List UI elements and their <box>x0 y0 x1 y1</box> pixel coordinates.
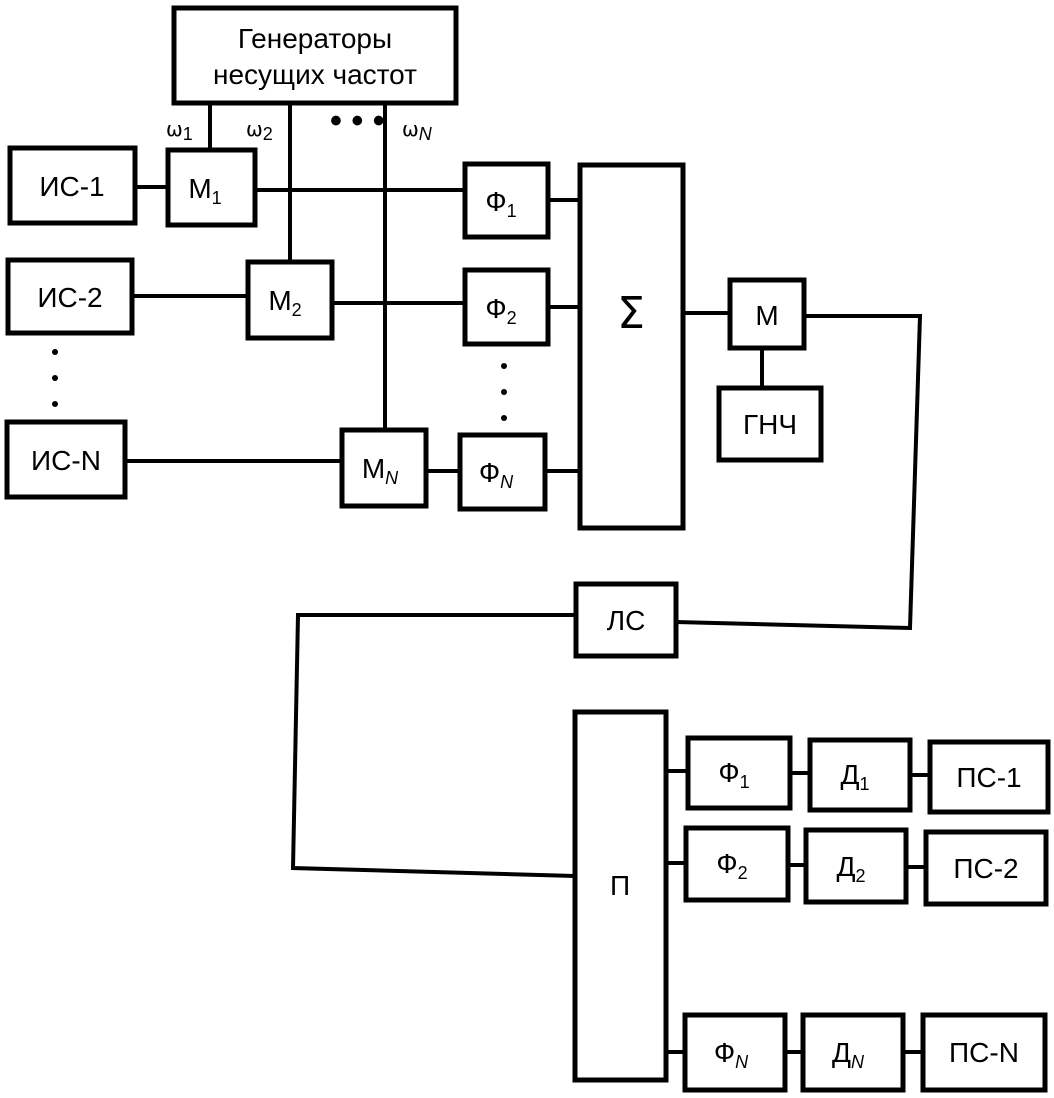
modulator-block-2: М2 <box>245 259 335 341</box>
detector-block-1: Д1 <box>807 737 913 813</box>
rx-filter-block-1: Ф1 <box>685 735 793 811</box>
svg-text:М: М <box>755 300 778 331</box>
generator-title-line2: несущих частот <box>213 59 417 90</box>
svg-text:ГНЧ: ГНЧ <box>743 409 797 440</box>
svg-text:ЛС: ЛС <box>607 605 646 636</box>
summator-symbol: Σ <box>617 288 645 339</box>
svg-text:ПС-1: ПС-1 <box>956 762 1021 793</box>
detector-block-n: ДN <box>800 1012 906 1093</box>
carrier-generator-block: Генераторы несущих частот <box>171 5 459 106</box>
svg-text:ИС-2: ИС-2 <box>37 282 102 313</box>
svg-text:ПС-N: ПС-N <box>949 1037 1019 1068</box>
carrier-label-n: ωN <box>402 117 433 144</box>
line-channel-block: ЛС <box>573 581 679 659</box>
summator-block: Σ <box>577 162 686 531</box>
svg-text:ИС-1: ИС-1 <box>39 171 104 202</box>
tx-filter-block-1: Ф1 <box>462 161 551 240</box>
svg-text:ИС-N: ИС-N <box>31 445 101 476</box>
source-block-2: ИС-2 <box>5 257 135 336</box>
svg-text:П: П <box>610 870 630 901</box>
tx-filter-block-n: ФN <box>457 432 548 512</box>
connection-wires <box>125 105 930 1054</box>
svg-text:Ф2: Ф2 <box>485 293 516 328</box>
source-block-n: ИС-N <box>4 419 128 500</box>
carrier-label-1: ω1 <box>166 117 193 144</box>
svg-text:МN: МN <box>362 453 399 488</box>
svg-text:Ф1: Ф1 <box>485 186 516 221</box>
source-block-1: ИС-1 <box>7 145 138 226</box>
modulator-block-n: МN <box>339 427 429 509</box>
svg-text:ФN: ФN <box>714 1037 749 1072</box>
svg-text:Д2: Д2 <box>837 851 866 886</box>
sink-block-2: ПС-2 <box>923 829 1049 907</box>
filter-vertical-ellipsis <box>501 363 507 421</box>
svg-text:Ф2: Ф2 <box>716 848 747 883</box>
tx-filter-block-2: Ф2 <box>462 267 551 347</box>
rx-filter-block-2: Ф2 <box>683 825 791 903</box>
sink-block-1: ПС-1 <box>927 739 1051 815</box>
generator-title-line1: Генераторы <box>238 23 392 54</box>
svg-text:Ф1: Ф1 <box>718 757 749 792</box>
svg-text:ФN: ФN <box>479 457 514 492</box>
source-vertical-ellipsis <box>52 349 58 407</box>
svg-text:М1: М1 <box>188 173 221 208</box>
modulator-block-1: М1 <box>165 147 258 228</box>
sink-block-n: ПС-N <box>920 1012 1048 1093</box>
carrier-label-2: ω2 <box>246 117 273 144</box>
rx-filter-block-n: ФN <box>682 1012 788 1093</box>
svg-text:ПС-2: ПС-2 <box>953 853 1018 884</box>
svg-text:ДN: ДN <box>832 1037 865 1072</box>
carrier-ellipsis: • • • <box>330 102 385 140</box>
svg-text:М2: М2 <box>268 285 301 320</box>
svg-text:Д1: Д1 <box>841 759 870 794</box>
lf-generator-block: ГНЧ <box>716 385 824 463</box>
detector-block-2: Д2 <box>803 827 909 905</box>
receiver-block: П <box>572 709 669 1083</box>
main-modulator-block: М <box>727 277 807 351</box>
